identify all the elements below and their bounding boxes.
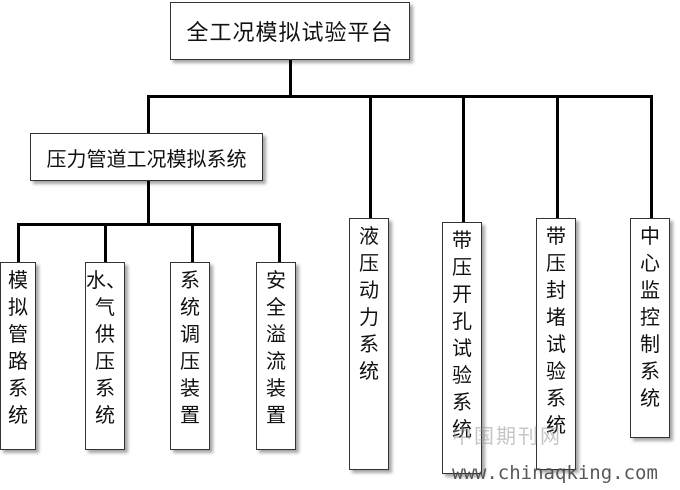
leaf-node-2: 水、气供压系统 [85,262,126,450]
subsystem-label: 压力管道工况模拟系统 [46,146,247,171]
leaf-label: 安全溢流装置 [266,268,286,427]
drop-leaf-3 [191,223,194,263]
drop-leaf-4 [278,223,281,263]
subsystem-stem [147,180,150,225]
branch-label: 带压开孔试验系统 [452,228,472,441]
root-stem [289,58,292,97]
leaf-node-4: 安全溢流装置 [256,262,296,450]
branch-node-4: 中心监控制系统 [630,218,670,438]
subsystem-node: 压力管道工况模拟系统 [30,133,263,181]
sub-bus [17,223,280,226]
branch-label: 液压动力系统 [359,224,379,383]
leaf-label: 系统调压装置 [180,268,200,427]
drop-branch-3 [556,95,559,219]
branch-node-2: 带压开孔试验系统 [442,222,482,474]
leaf-node-3: 系统调压装置 [170,262,210,450]
watermark-cn: 中国期刊网 [452,424,562,448]
branch-label: 带压封堵试验系统 [546,224,566,437]
branch-node-1: 液压动力系统 [349,218,389,470]
drop-subsystem [147,95,150,135]
leaf-node-1: 模拟管路系统 [0,262,36,450]
drop-branch-4 [650,95,653,219]
leaf-label: 水、气供压系统 [86,268,126,427]
drop-branch-2 [462,95,465,223]
root-node: 全工况模拟试验平台 [170,2,410,60]
drop-leaf-1 [17,223,20,263]
top-bus [147,95,652,98]
branch-node-3: 带压封堵试验系统 [536,218,576,470]
drop-leaf-2 [104,223,107,263]
root-label: 全工况模拟试验平台 [186,21,394,46]
drop-branch-1 [369,95,372,219]
watermark-url: www.chinaqking.com [452,462,658,484]
branch-label: 中心监控制系统 [640,224,660,410]
leaf-label: 模拟管路系统 [8,268,28,427]
